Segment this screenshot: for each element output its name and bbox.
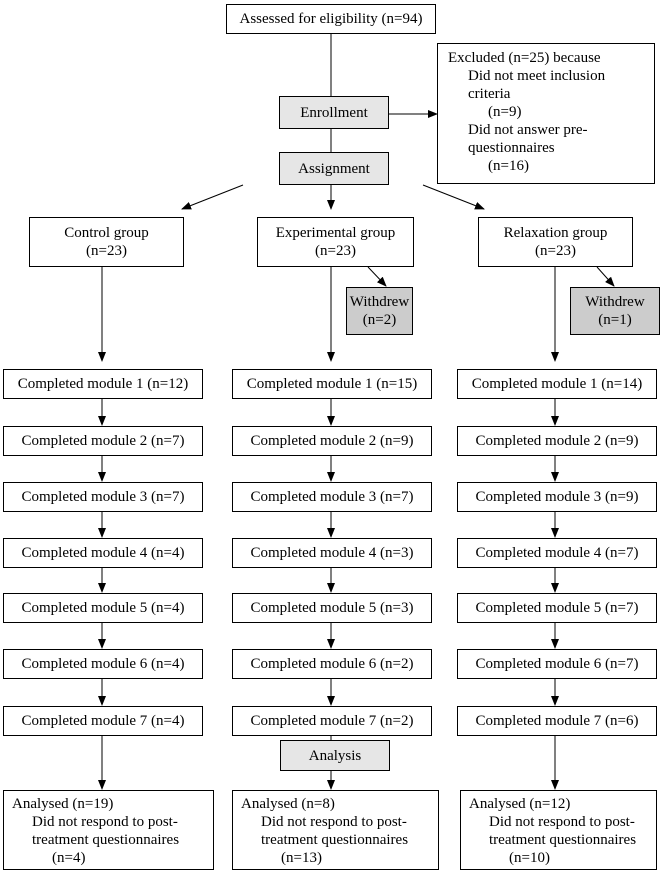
nonresponse-count: (n=4) (52, 850, 86, 866)
withdrew-count: (n=1) (598, 312, 632, 328)
module-label: Completed module 7 (n=4) (21, 713, 185, 729)
module-label: Completed module 2 (n=7) (21, 433, 185, 449)
module-label: Completed module 6 (n=4) (21, 656, 185, 672)
module-label: Completed module 7 (n=2) (250, 713, 414, 729)
exclusion-reason-2a: Did not answer pre- (468, 122, 588, 138)
nonresponse-line-1: Did not respond to post- (32, 814, 178, 830)
module-label: Completed module 5 (n=7) (475, 600, 639, 616)
control-module-2: Completed module 2 (n=7) (3, 426, 203, 456)
module-label: Completed module 2 (n=9) (475, 433, 639, 449)
withdrew-arrow (367, 266, 387, 287)
assignment-stage: Assignment (279, 152, 389, 185)
withdrew-arrow (596, 266, 615, 287)
relaxation-module-4: Completed module 4 (n=7) (457, 538, 657, 568)
analysed-label: Analysed (n=19) (12, 796, 114, 812)
nonresponse-line-2: treatment questionnaires (261, 832, 409, 848)
group-name: Experimental group (275, 225, 396, 241)
analysis-stage: Analysis (280, 740, 390, 771)
group-count: (n=23) (86, 243, 127, 259)
group-count: (n=23) (315, 243, 356, 259)
withdrew-label: Withdrew (585, 294, 645, 310)
experimental-module-6: Completed module 6 (n=2) (232, 649, 432, 679)
relaxation-analysed-box: Analysed (n=12) Did not respond to post-… (460, 790, 657, 870)
group-count: (n=23) (535, 243, 576, 259)
control-module-5: Completed module 5 (n=4) (3, 593, 203, 623)
relaxation-withdrew-box: Withdrew (n=1) (570, 287, 660, 335)
experimental-module-1: Completed module 1 (n=15) (232, 369, 432, 399)
relaxation-group-box: Relaxation group (n=23) (478, 217, 633, 267)
control-module-7: Completed module 7 (n=4) (3, 706, 203, 736)
enrollment-label: Enrollment (300, 104, 368, 121)
group-name: Control group (64, 225, 149, 241)
module-label: Completed module 4 (n=7) (475, 545, 639, 561)
nonresponse-line-2: treatment questionnaires (32, 832, 180, 848)
assessed-label: Assessed for eligibility (n=94) (239, 11, 423, 27)
withdrew-count: (n=2) (362, 312, 397, 328)
experimental-module-4: Completed module 4 (n=3) (232, 538, 432, 568)
experimental-module-7: Completed module 7 (n=2) (232, 706, 432, 736)
assignment-arrow (422, 184, 485, 210)
assessed-box: Assessed for eligibility (n=94) (226, 4, 436, 34)
nonresponse-count: (n=10) (509, 850, 550, 866)
module-label: Completed module 6 (n=2) (250, 656, 414, 672)
experimental-module-5: Completed module 5 (n=3) (232, 593, 432, 623)
excluded-box: Excluded (n=25) because Did not meet inc… (437, 43, 655, 184)
control-group-box: Control group (n=23) (29, 217, 184, 267)
module-label: Completed module 4 (n=4) (21, 545, 185, 561)
nonresponse-line-1: Did not respond to post- (261, 814, 407, 830)
module-label: Completed module 2 (n=9) (250, 433, 414, 449)
relaxation-module-1: Completed module 1 (n=14) (457, 369, 657, 399)
experimental-module-3: Completed module 3 (n=7) (232, 482, 432, 512)
module-label: Completed module 3 (n=7) (21, 489, 185, 505)
excluded-title: Excluded (n=25) because (448, 50, 601, 66)
experimental-module-2: Completed module 2 (n=9) (232, 426, 432, 456)
control-module-4: Completed module 4 (n=4) (3, 538, 203, 568)
control-module-3: Completed module 3 (n=7) (3, 482, 203, 512)
control-module-6: Completed module 6 (n=4) (3, 649, 203, 679)
group-name: Relaxation group (503, 225, 608, 241)
nonresponse-line-2: treatment questionnaires (489, 832, 637, 848)
analysed-label: Analysed (n=12) (469, 796, 571, 812)
exclusion-reason-1b: criteria (468, 86, 511, 102)
module-label: Completed module 1 (n=12) (17, 376, 189, 392)
experimental-analysed-box: Analysed (n=8) Did not respond to post- … (232, 790, 439, 870)
assignment-label: Assignment (298, 160, 370, 177)
exclusion-reason-2-count: (n=16) (488, 158, 529, 174)
control-module-1: Completed module 1 (n=12) (3, 369, 203, 399)
exclusion-reason-1-count: (n=9) (488, 104, 522, 120)
relaxation-module-6: Completed module 6 (n=7) (457, 649, 657, 679)
exclusion-reason-2b: questionnaires (468, 140, 555, 156)
relaxation-module-5: Completed module 5 (n=7) (457, 593, 657, 623)
module-label: Completed module 3 (n=9) (475, 489, 639, 505)
analysis-label: Analysis (308, 747, 362, 764)
module-label: Completed module 1 (n=14) (471, 376, 643, 392)
module-label: Completed module 5 (n=3) (250, 600, 414, 616)
withdrew-label: Withdrew (349, 294, 410, 310)
nonresponse-count: (n=13) (281, 850, 322, 866)
module-label: Completed module 1 (n=15) (246, 376, 418, 392)
experimental-withdrew-box: Withdrew (n=2) (346, 287, 413, 335)
relaxation-module-7: Completed module 7 (n=6) (457, 706, 657, 736)
exclusion-reason-1a: Did not meet inclusion (468, 68, 606, 84)
experimental-group-box: Experimental group (n=23) (257, 217, 414, 267)
enrollment-stage: Enrollment (279, 96, 389, 129)
module-label: Completed module 4 (n=3) (250, 545, 414, 561)
relaxation-module-3: Completed module 3 (n=9) (457, 482, 657, 512)
relaxation-module-2: Completed module 2 (n=9) (457, 426, 657, 456)
assignment-arrow (181, 184, 244, 210)
nonresponse-line-1: Did not respond to post- (489, 814, 635, 830)
control-analysed-box: Analysed (n=19) Did not respond to post-… (3, 790, 214, 870)
module-label: Completed module 3 (n=7) (250, 489, 414, 505)
module-label: Completed module 6 (n=7) (475, 656, 639, 672)
module-label: Completed module 5 (n=4) (21, 600, 185, 616)
module-label: Completed module 7 (n=6) (475, 713, 639, 729)
analysed-label: Analysed (n=8) (241, 796, 335, 812)
